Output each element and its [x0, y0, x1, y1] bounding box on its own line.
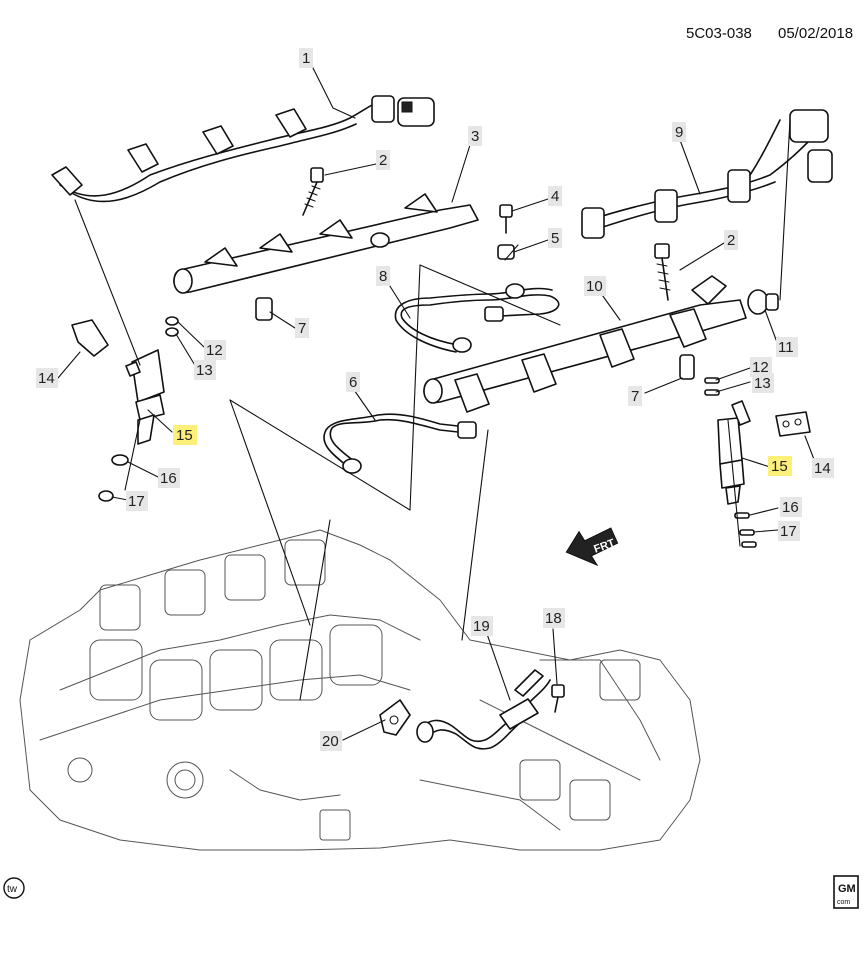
front-direction-arrow: FRT — [565, 527, 619, 567]
seal-12-right[interactable] — [704, 377, 720, 384]
callout-9: 9 — [675, 124, 683, 141]
callout-5: 5 — [551, 230, 559, 247]
callout-16-left: 16 — [160, 470, 177, 487]
callout-6: 6 — [349, 374, 357, 391]
retainer-7-left[interactable] — [255, 297, 273, 321]
seal-17-left[interactable] — [98, 490, 114, 502]
fuel-injector-harness-right[interactable] — [581, 109, 833, 239]
callout-7-right: 7 — [631, 388, 639, 405]
fuel-injector-left[interactable] — [125, 349, 165, 445]
callout-leaders — [57, 61, 816, 741]
diagram-date: 05/02/2018 — [778, 25, 853, 42]
seal-16-left[interactable] — [111, 454, 129, 466]
gm-logo: GM com — [833, 875, 859, 909]
explosion-lines — [74, 119, 791, 701]
callout-14-left: 14 — [38, 370, 55, 387]
callout-12-right: 12 — [752, 359, 769, 376]
diagram-ref-code: 5C03-038 — [686, 25, 752, 42]
injector-bracket-14-left[interactable] — [71, 319, 109, 357]
callout-3: 3 — [471, 128, 479, 145]
bracket-20[interactable] — [379, 699, 411, 736]
callout-11: 11 — [778, 339, 794, 356]
injector-bracket-14-right[interactable] — [775, 411, 811, 437]
fuel-injector-right[interactable] — [717, 400, 751, 505]
callout-17-right: 17 — [780, 523, 797, 540]
high-pressure-fuel-pipe[interactable] — [416, 669, 551, 750]
seal-16-right[interactable] — [734, 512, 750, 519]
callout-1: 1 — [302, 50, 310, 67]
bolt-2-right[interactable] — [654, 243, 671, 301]
fuel-pressure-sensor[interactable] — [747, 289, 779, 315]
retainer-7-right[interactable] — [679, 354, 695, 380]
fuel-rail-right[interactable] — [423, 275, 747, 413]
callout-2-right: 2 — [727, 232, 735, 249]
callout-15-left: 15 — [176, 427, 193, 444]
engine-block — [19, 529, 701, 851]
fuel-crossover-pipe[interactable] — [394, 283, 560, 353]
callout-20: 20 — [322, 733, 339, 750]
tw-badge: tw — [3, 877, 25, 899]
seal-12-left[interactable] — [165, 316, 179, 326]
callout-7-left: 7 — [298, 320, 306, 337]
fuel-injector-harness-left[interactable] — [51, 95, 435, 203]
callout-19: 19 — [473, 618, 490, 635]
fuel-feed-pipe[interactable] — [323, 413, 477, 474]
callout-16-right: 16 — [782, 499, 799, 516]
seal-17-right[interactable] — [739, 529, 757, 548]
fuel-rail-left[interactable] — [173, 193, 479, 294]
callout-4: 4 — [551, 188, 559, 205]
callout-15-right: 15 — [771, 458, 788, 475]
callout-18: 18 — [545, 610, 562, 627]
tw-badge-text: tw — [7, 884, 18, 895]
bolt-2-left[interactable] — [302, 167, 324, 216]
callout-8: 8 — [379, 268, 387, 285]
bolt-4[interactable] — [499, 204, 513, 234]
seal-13-right[interactable] — [704, 389, 720, 396]
gm-logo-text: GM — [838, 883, 856, 895]
gm-logo-subtext: com — [837, 899, 850, 906]
callout-17-left: 17 — [128, 493, 145, 510]
seal-13-left[interactable] — [165, 327, 179, 337]
callout-14-right: 14 — [814, 460, 831, 477]
callout-10: 10 — [586, 278, 603, 295]
callout-labels: 1 2 2 3 4 5 6 7 7 8 9 10 11 12 12 13 13 — [36, 48, 834, 751]
callout-12-left: 12 — [206, 342, 223, 359]
callout-2-left: 2 — [379, 152, 387, 169]
callout-13-right: 13 — [754, 375, 771, 392]
bolt-18[interactable] — [551, 684, 565, 713]
callout-13-left: 13 — [196, 362, 213, 379]
